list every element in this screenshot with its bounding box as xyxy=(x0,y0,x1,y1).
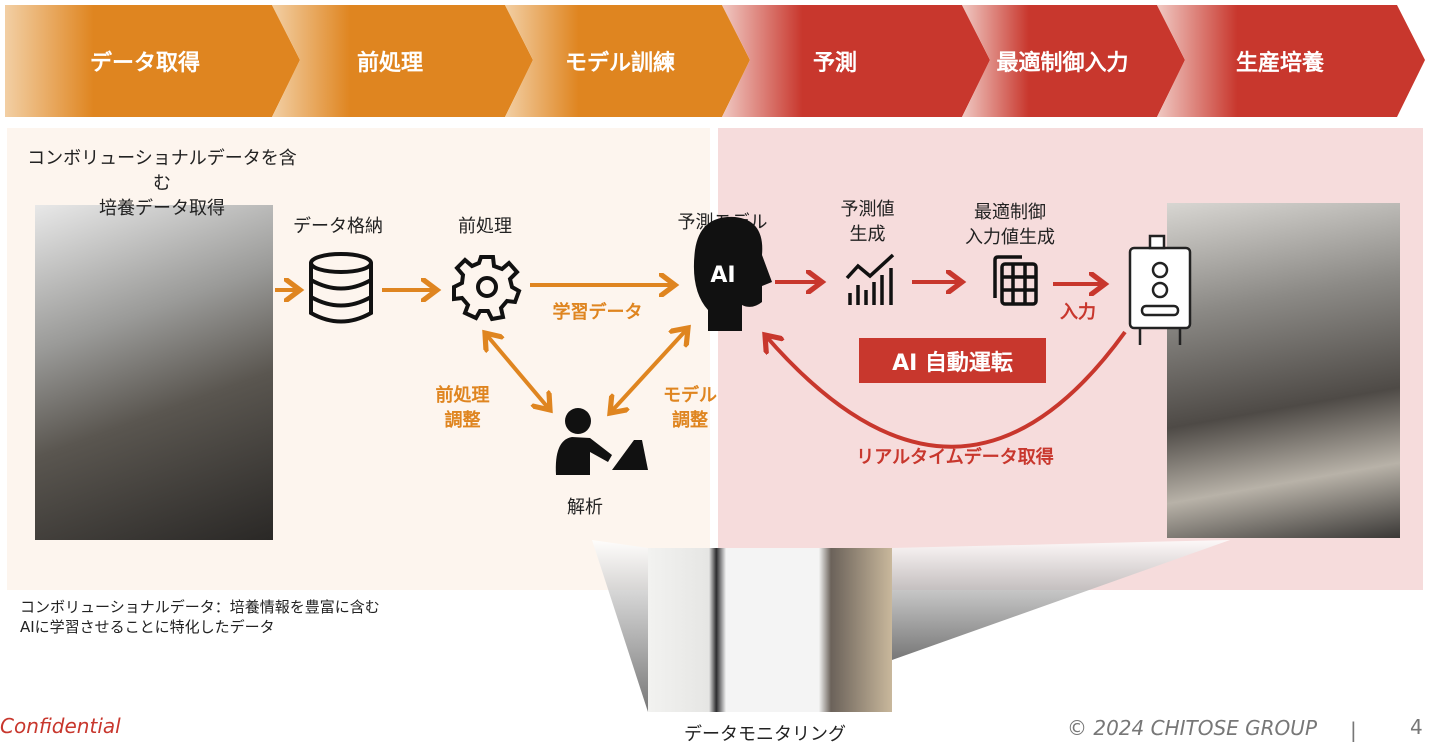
model-adjust-label: モデル調整 xyxy=(663,385,717,431)
chevron-4 xyxy=(722,5,990,117)
training-data-label: 学習データ xyxy=(552,302,643,323)
footer-separator: | xyxy=(1350,718,1357,742)
model-label: 予測モデル xyxy=(677,212,768,233)
prediction-label: 予測値生成 xyxy=(840,199,895,245)
preprocess-label: 前処理 xyxy=(458,216,512,237)
chevron-1 xyxy=(5,5,300,117)
monitoring-caption: データモニタリング xyxy=(684,724,846,745)
ai-auto-operation-badge: AI 自動運転 xyxy=(859,338,1046,383)
lab-bioreactors-photo xyxy=(35,205,273,540)
input-label: 入力 xyxy=(1060,302,1096,323)
analysis-label: 解析 xyxy=(567,497,603,518)
step-label: モデル訓練 xyxy=(564,51,675,76)
preprocess-adjust-label: 前処理調整 xyxy=(435,385,490,431)
storage-label: データ格納 xyxy=(293,216,383,237)
process-banner xyxy=(5,5,1425,117)
page-number: 4 xyxy=(1410,715,1423,739)
control-input-label: 最適制御入力値生成 xyxy=(965,202,1055,248)
data-acquisition-title: コンボリューショナルデータを含む培養データ取得 xyxy=(27,148,297,219)
confidential-label: Confidential xyxy=(0,714,121,738)
step-label: 前処理 xyxy=(356,51,423,76)
step-label: 最適制御入力 xyxy=(996,51,1129,76)
chevron-5 xyxy=(962,5,1185,117)
step-label: 生産培養 xyxy=(1235,51,1324,76)
copyright: © 2024 CHITOSE GROUP xyxy=(1067,716,1317,740)
step-label: 予測 xyxy=(812,51,857,76)
production-tank-photo xyxy=(1167,203,1400,538)
realtime-acquisition-label: リアルタイムデータ取得 xyxy=(856,447,1054,468)
step-label: データ取得 xyxy=(89,51,200,76)
chevron-3 xyxy=(505,5,750,117)
chevron-2 xyxy=(272,5,533,117)
monitoring-photo xyxy=(648,548,892,712)
chevron-6 xyxy=(1157,5,1425,117)
